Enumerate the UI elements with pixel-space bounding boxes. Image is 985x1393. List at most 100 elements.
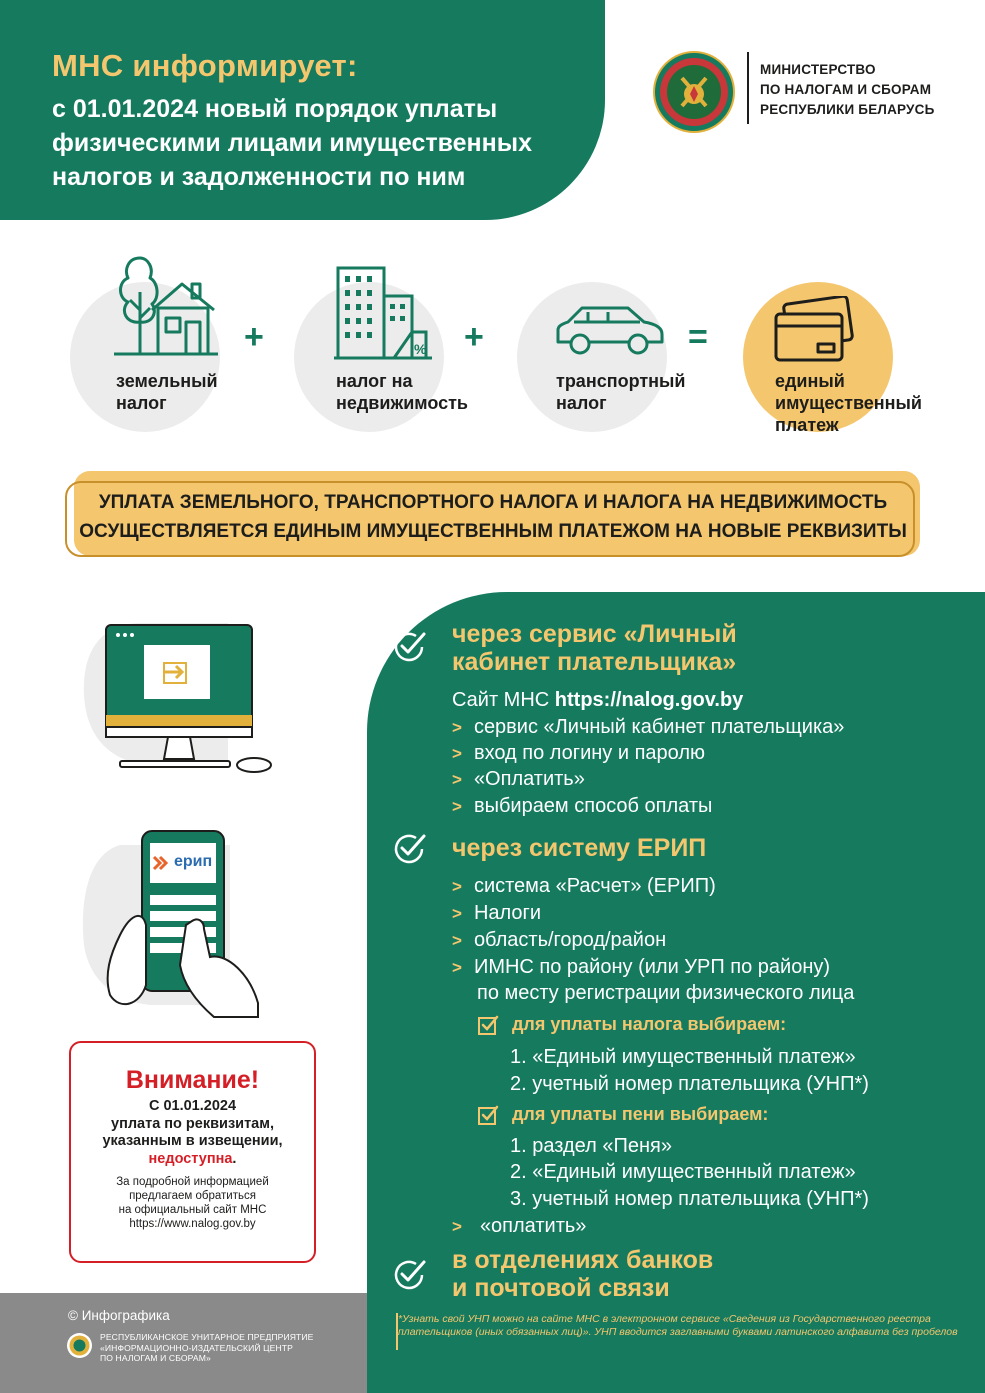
total-payment-label: единый имущественный платеж xyxy=(775,370,922,436)
step-text: сервис «Личный кабинет плательщика» xyxy=(473,716,845,738)
tax-select-item: 1. «Единый имущественный платеж» xyxy=(510,1046,856,1068)
logo-divider xyxy=(747,52,749,124)
publisher-line: РЕСПУБЛИКАНСКОЕ УНИТАРНОЕ ПРЕДПРИЯТИЕ xyxy=(100,1332,314,1342)
svg-text:%: % xyxy=(414,341,427,357)
warning-unavailable: недоступна xyxy=(148,1150,233,1167)
transport-tax-label: транспортный налог xyxy=(556,370,685,414)
step-text: вход по логину и паролю xyxy=(473,742,706,764)
publisher-line: ПО НАЛОГАМ И СБОРАМ» xyxy=(100,1353,211,1363)
erip-app-label: ерип xyxy=(174,853,213,870)
step-text: ИМНС по району (или УРП по району) xyxy=(473,956,831,978)
tax-select-heading: для уплаты налога выбираем: xyxy=(512,1014,787,1034)
plus-sign: + xyxy=(464,318,484,356)
chevron-right-icon: > xyxy=(452,718,462,737)
plus-sign: + xyxy=(244,318,264,356)
chevron-right-icon: > xyxy=(452,744,462,763)
fine-select-item: 3. учетный номер плательщика (УНП*) xyxy=(510,1188,869,1210)
car-icon xyxy=(556,306,664,355)
title-line: кабинет плательщика» xyxy=(452,648,737,676)
chevron-right-icon: > xyxy=(452,797,462,816)
chevron-right-icon: > xyxy=(452,931,462,950)
check-circle-icon xyxy=(394,1260,426,1290)
erip-step: > ИМНС по району (или УРП по району) xyxy=(452,954,830,981)
banner-line: УПЛАТА ЗЕМЕЛЬНОГО, ТРАНСПОРТНОГО НАЛОГА … xyxy=(98,492,888,513)
chevron-right-icon: > xyxy=(452,1217,462,1236)
footnote-bar xyxy=(396,1313,398,1350)
tax-select-item: 2. учетный номер плательщика (УНП*) xyxy=(510,1073,869,1095)
chevron-right-icon: > xyxy=(452,904,462,923)
header-panel xyxy=(0,0,605,220)
warning-text: С 01.01.2024 уплата по реквизитам, указа… xyxy=(71,1098,314,1168)
online-step: > сервис «Личный кабинет плательщика» xyxy=(452,714,844,741)
publisher-name: РЕСПУБЛИКАНСКОЕ УНИТАРНОЕ ПРЕДПРИЯТИЕ «И… xyxy=(100,1332,314,1364)
label-line: имущественный xyxy=(775,393,922,413)
label-line: транспортный xyxy=(556,371,686,391)
label-line: единый xyxy=(775,371,845,391)
banner-line: ОСУЩЕСТВЛЯЕТСЯ ЕДИНЫМ ИМУЩЕСТВЕННЫМ ПЛАТ… xyxy=(79,521,907,542)
payment-methods-panel xyxy=(367,592,985,1393)
publisher-line: «ИНФОРМАЦИОННО-ИЗДАТЕЛЬСКИЙ ЦЕНТР xyxy=(100,1342,293,1353)
site-prefix: Сайт МНС xyxy=(452,689,555,711)
ministry-name: МИНИСТЕРСТВО ПО НАЛОГАМ И СБОРАМ РЕСПУБЛ… xyxy=(760,60,935,120)
warning-details: За подробной информацией предлагаем обра… xyxy=(71,1175,314,1231)
erip-step: >область/город/район xyxy=(452,927,666,954)
method-bank-title: в отделениях банков и почтовой связи xyxy=(452,1246,713,1302)
label-line: земельный xyxy=(116,371,218,391)
title-line: и почтовой связи xyxy=(452,1274,670,1302)
method-online-title: через сервис «Личный кабинет плательщика… xyxy=(452,620,737,676)
label-line: налог на xyxy=(336,371,413,391)
warning-line: недоступна. xyxy=(71,1151,314,1169)
banner-background xyxy=(74,471,920,556)
fine-select-heading: для уплаты пени выбираем: xyxy=(512,1104,769,1124)
publisher-logo-icon xyxy=(67,1333,92,1358)
subtitle-line: физическими лицами имущественных xyxy=(52,129,533,157)
fine-select-item: 1. раздел «Пеня» xyxy=(510,1135,672,1157)
fine-select-item: 2. «Единый имущественный платеж» xyxy=(510,1161,856,1183)
warning-dot: . xyxy=(232,1150,237,1167)
warning-small-line: предлагаем обратиться xyxy=(129,1190,256,1202)
site-link[interactable]: https://nalog.gov.by xyxy=(554,689,744,711)
label-line: недвижимость xyxy=(336,393,468,413)
site-line: Сайт МНС https://nalog.gov.by xyxy=(452,687,743,713)
credit-card-icon xyxy=(774,296,854,362)
equals-sign: = xyxy=(688,318,708,356)
computer-illustration xyxy=(83,623,272,773)
warning-box xyxy=(69,1041,316,1263)
footnote: *Узнать свой УНП можно на сайте МНС в эл… xyxy=(398,1313,958,1338)
page-title: МНС информирует: xyxy=(52,48,358,83)
step-text: Налоги xyxy=(473,902,541,924)
subtitle-line: с 01.01.2024 новый порядок уплаты xyxy=(52,95,498,123)
property-tax-label: налог на недвижимость xyxy=(336,370,468,414)
label-line: налог xyxy=(116,393,167,413)
building-icon: % xyxy=(334,266,432,360)
step-text: система «Расчет» (ЕРИП) xyxy=(473,875,716,897)
check-circle-icon xyxy=(394,632,426,662)
warning-line: указанным в извещении, xyxy=(102,1133,283,1149)
banner-frame xyxy=(65,481,915,557)
warning-line: уплата по реквизитам, xyxy=(111,1115,274,1132)
chevron-right-icon: > xyxy=(452,877,462,896)
check-circle-icon xyxy=(394,834,426,864)
warning-small-line: За подробной информацией xyxy=(116,1176,269,1188)
label-line: налог xyxy=(556,393,607,413)
checkbox-icon xyxy=(478,1015,499,1035)
online-step: > выбираем способ оплаты xyxy=(452,793,712,820)
warning-link[interactable]: https://www.nalog.gov.by xyxy=(129,1218,256,1230)
erip-step: > система «Расчет» (ЕРИП) xyxy=(452,873,716,900)
info-banner: УПЛАТА ЗЕМЕЛЬНОГО, ТРАНСПОРТНОГО НАЛОГА … xyxy=(70,488,916,546)
warning-line: С 01.01.2024 xyxy=(148,1098,237,1114)
ministry-emblem-icon xyxy=(653,51,735,133)
ministry-line: МИНИСТЕРСТВО xyxy=(760,62,876,77)
chevron-right-icon: > xyxy=(452,958,462,977)
house-icon xyxy=(114,256,218,356)
method-erip-title: через систему ЕРИП xyxy=(452,834,707,862)
checkbox-icon xyxy=(478,1105,499,1125)
chevron-right-icon: > xyxy=(452,770,462,789)
title-line: через сервис «Личный xyxy=(452,620,737,648)
erip-step: > Налоги xyxy=(452,900,541,927)
warning-title: Внимание! xyxy=(125,1066,260,1094)
online-step: > вход по логину и паролю xyxy=(452,740,705,767)
step-text: выбираем способ оплаты xyxy=(473,795,713,817)
footer-bar xyxy=(0,1293,367,1393)
footer-copyright: © Инфографика xyxy=(68,1308,170,1323)
